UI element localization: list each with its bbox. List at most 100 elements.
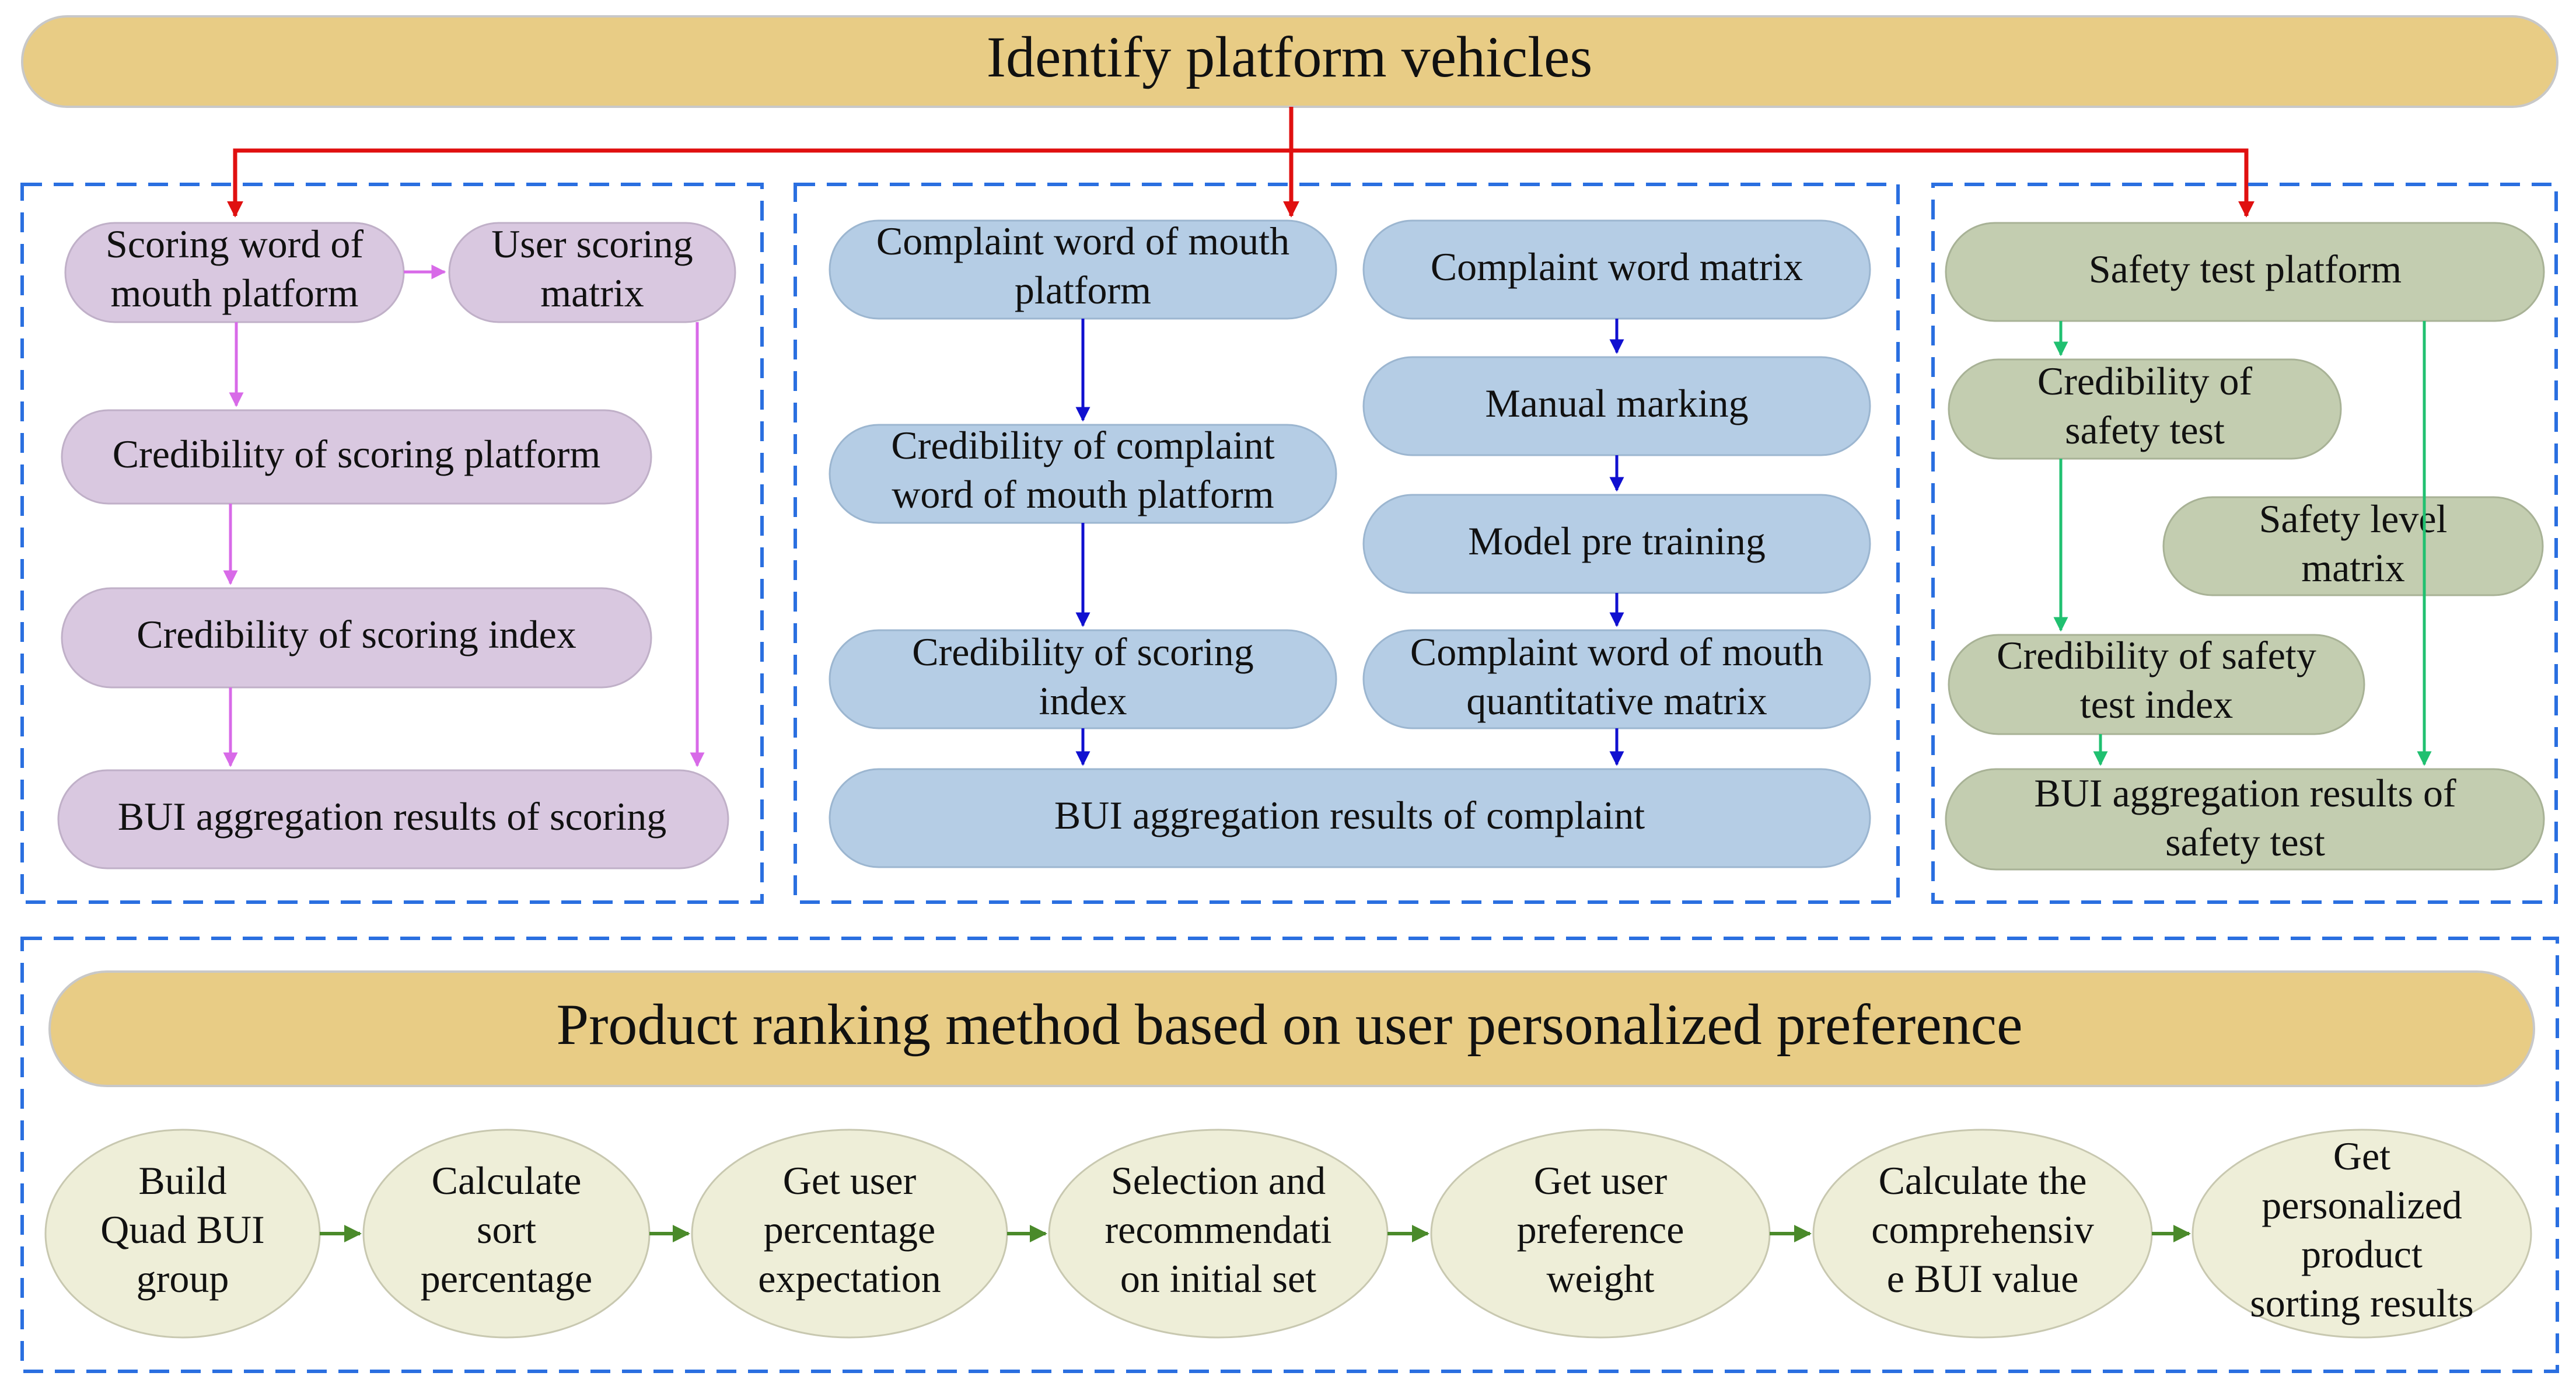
label-line: Credibility of scoring index	[137, 612, 576, 656]
label-line: Calculate	[432, 1158, 582, 1203]
label-line: Model pre training	[1468, 519, 1766, 563]
bottom-panel-border	[20, 937, 2559, 1373]
label-line: recommendati	[1105, 1207, 1332, 1252]
credibility-of-scoring-index-complaint-node: Credibility of scoring index	[829, 629, 1337, 729]
label-line: Scoring word of	[106, 222, 363, 266]
left-panel: Scoring word of mouth platform User scori…	[57, 222, 736, 869]
label-line: test index	[2080, 682, 2234, 727]
label-line: word of mouth platform	[892, 472, 1274, 516]
bottom-panel: Product ranking method based on user per…	[44, 970, 2535, 1339]
label-line: personalized	[2262, 1183, 2462, 1227]
credibility-of-scoring-platform-label: Credibility of scoring platform	[113, 432, 601, 476]
label-line: Complaint word matrix	[1431, 245, 1803, 289]
left-panel-arrows	[223, 264, 705, 767]
complaint-word-of-mouth-platform-node: Complaint word of mouth platform	[829, 219, 1337, 320]
scoring-word-of-mouth-platform-node: Scoring word of mouth platform	[64, 222, 405, 323]
label-line: sorting results	[2250, 1281, 2473, 1325]
bui-aggregation-results-of-complaint-label: BUI aggregation results of complaint	[1054, 793, 1645, 837]
label-line: matrix	[2301, 546, 2405, 590]
bui-aggregation-results-of-scoring-node: BUI aggregation results of scoring	[57, 769, 729, 869]
label-line: comprehensiv	[1871, 1207, 2093, 1252]
safety-level-matrix-node: Safety level matrix	[2162, 496, 2544, 596]
step-ellipse	[2191, 1129, 2532, 1339]
credibility-of-complaint-platform-node: Credibility of complaint word of mouth pl…	[829, 423, 1337, 524]
label-line: expectation	[758, 1256, 941, 1301]
right-panel-border	[1931, 183, 2558, 904]
label-line: e BUI value	[1887, 1256, 2079, 1301]
middle-panel-border	[794, 183, 1900, 904]
label-line: Calculate the	[1879, 1158, 2087, 1203]
label-line: percentage	[421, 1256, 592, 1301]
user-scoring-matrix-node: User scoring matrix	[448, 222, 736, 323]
label-line: quantitative matrix	[1466, 679, 1767, 723]
credibility-of-scoring-index-label: Credibility of scoring index	[137, 612, 576, 656]
label-line: platform	[1015, 268, 1151, 312]
complaint-word-matrix-label: Complaint word matrix	[1431, 245, 1803, 289]
label-line: Safety level	[2259, 497, 2448, 541]
label-line: mouth platform	[111, 271, 359, 315]
credibility-of-scoring-index-complaint-label: Credibility of scoring index	[912, 630, 1253, 723]
label-line: matrix	[540, 271, 644, 315]
middle-panel: Complaint word of mouth platform Complain…	[829, 219, 1871, 868]
right-panel-arrows	[2053, 321, 2432, 766]
model-pre-training-node: Model pre training	[1362, 494, 1871, 594]
bottom-title: Product ranking method based on user per…	[557, 992, 2023, 1057]
label-line: Credibility of scoring	[912, 630, 1253, 674]
label-line: sort	[477, 1207, 536, 1252]
label-line: Get user	[1534, 1158, 1668, 1203]
manual-marking-node: Manual marking	[1362, 356, 1871, 456]
get-personalized-results-step: Get personalized product sorting results	[2191, 1129, 2532, 1339]
complaint-word-of-mouth-platform-label: Complaint word of mouth platform	[876, 219, 1289, 312]
label-line: Build	[138, 1158, 226, 1203]
bui-aggregation-results-of-scoring-label: BUI aggregation results of scoring	[118, 794, 666, 839]
label-line: Quad BUI	[100, 1207, 264, 1252]
credibility-of-scoring-platform-node: Credibility of scoring platform	[61, 409, 652, 505]
label-line: User scoring	[491, 222, 693, 266]
label-line: Manual marking	[1485, 381, 1748, 425]
middle-panel-arrows	[1075, 319, 1624, 766]
scoring-word-of-mouth-platform-label: Scoring word of mouth platform	[106, 222, 363, 315]
bottom-title-bar: Product ranking method based on user per…	[48, 970, 2535, 1087]
label-line: index	[1039, 679, 1127, 723]
complaint-quantitative-matrix-node: Complaint word of mouth quantitative matr…	[1362, 629, 1871, 729]
label-line: Credibility of complaint	[891, 423, 1274, 467]
credibility-of-scoring-index-node: Credibility of scoring index	[61, 587, 652, 689]
label-line: Complaint word of mouth	[876, 219, 1289, 263]
manual-marking-label: Manual marking	[1485, 381, 1748, 425]
step-label: Get personalized product sorting results	[2250, 1134, 2473, 1325]
label-line: product	[2301, 1232, 2423, 1276]
label-line: Get	[2333, 1134, 2390, 1178]
branch-arrows	[227, 107, 2255, 218]
label-line: percentage	[764, 1207, 935, 1252]
label-line: Complaint word of mouth	[1410, 630, 1823, 674]
label-line: group	[137, 1256, 229, 1301]
label-line: Credibility of scoring platform	[113, 432, 601, 476]
label-line: preference	[1517, 1207, 1684, 1252]
label-line: on initial set	[1120, 1256, 1316, 1301]
label-line: safety test	[2065, 408, 2225, 452]
label-line: Get user	[783, 1158, 917, 1203]
safety-test-platform-node: Safety test platform	[1945, 222, 2545, 322]
user-scoring-matrix-label: User scoring matrix	[491, 222, 693, 315]
title-bar: Identify platform vehicles	[21, 15, 2558, 108]
label-line: weight	[1546, 1256, 1654, 1301]
label-line: BUI aggregation results of scoring	[118, 794, 666, 839]
